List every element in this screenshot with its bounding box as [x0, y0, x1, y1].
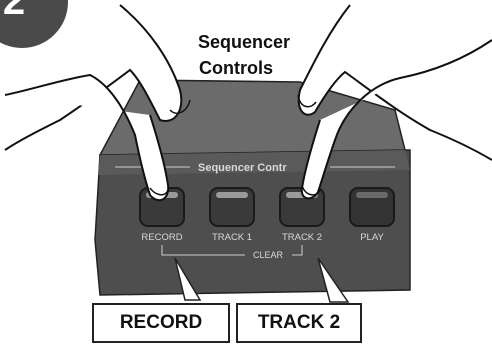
button-play: [349, 187, 395, 227]
step-number: 2: [3, 0, 25, 23]
button-label-track-1: TRACK 1: [212, 232, 252, 243]
right-hand-index-finger: [300, 39, 492, 200]
right-thumb-tip: [297, 94, 317, 108]
button-label-track-2: TRACK 2: [282, 232, 322, 243]
button-label-play: PLAY: [360, 232, 384, 243]
callout-pointer-record: [174, 257, 202, 301]
callout-record-label: RECORD: [119, 312, 203, 333]
heading-line-2: Controls: [199, 58, 273, 78]
left-fingernail: [149, 187, 169, 196]
clear-label: CLEAR: [253, 250, 284, 260]
left-thumb-tip: [169, 99, 191, 114]
left-hand-index-finger: [4, 73, 170, 202]
panel-label: Sequencer Contr: [198, 162, 287, 174]
panel-edge: [98, 150, 410, 175]
callout-pointer-track-2: [317, 257, 350, 303]
callout-track-2-label: TRACK 2: [257, 312, 341, 333]
clear-bracket-left: [161, 245, 245, 256]
heading-line-1: Sequencer: [198, 32, 290, 52]
clear-bracket-right: [292, 245, 303, 256]
button-track-1: [209, 187, 255, 227]
button-label-record: RECORD: [141, 232, 182, 243]
callout-record: RECORD: [92, 303, 230, 343]
right-fingernail: [301, 185, 321, 196]
callout-track-2: TRACK 2: [236, 303, 362, 343]
step-badge: [0, 0, 68, 48]
